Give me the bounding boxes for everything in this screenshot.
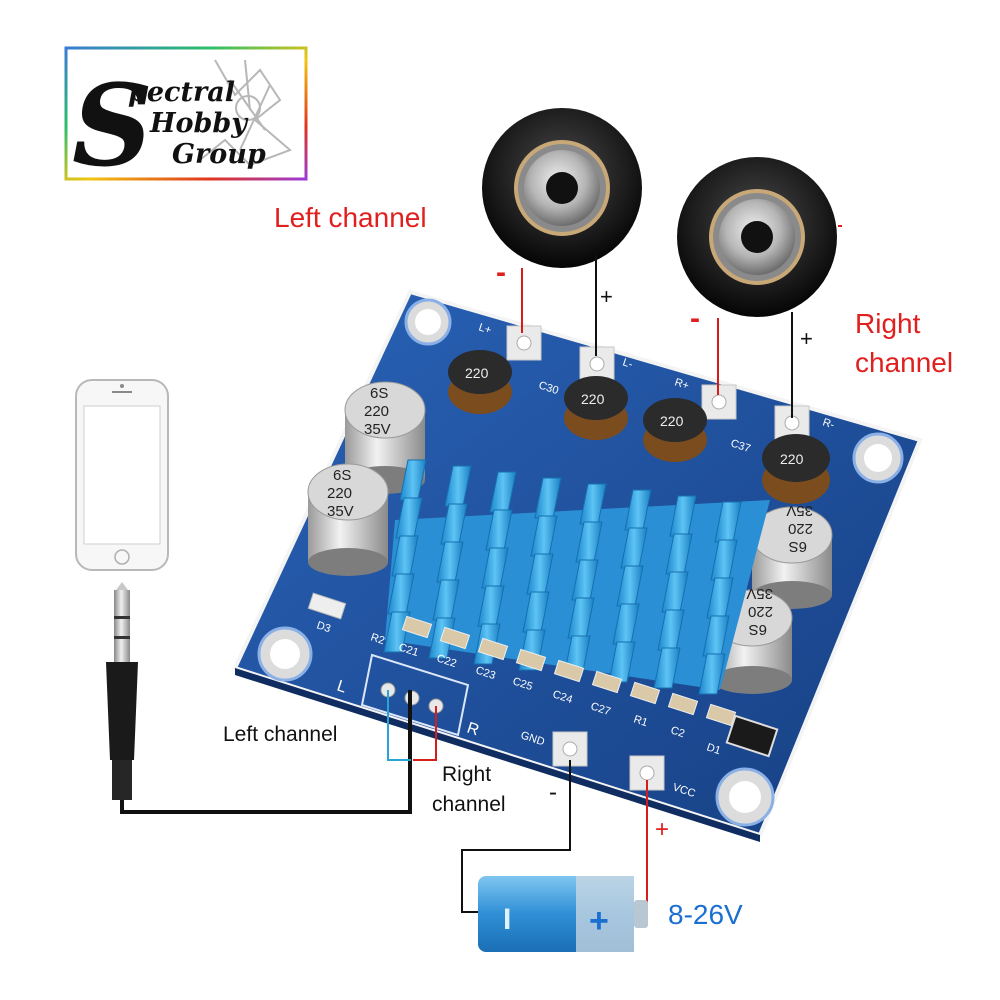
mounting-hole (257, 626, 313, 682)
silk-c25: C25 (511, 675, 534, 693)
smartphone-icon (75, 379, 169, 571)
voltage-label: 8-26V (668, 899, 743, 930)
audio-jack-icon (106, 582, 138, 800)
silk-r: R (465, 720, 481, 740)
inductor-value: 220 (780, 451, 804, 467)
silk-c27: C27 (589, 700, 612, 718)
smd-part (439, 626, 471, 650)
smd-part (667, 692, 699, 716)
right-input-wire (413, 706, 437, 761)
logo-line-3: Group (172, 139, 266, 170)
cap-line-3: 35V (364, 421, 391, 438)
cap-line-1: 6S (789, 538, 807, 555)
silk-c2: C2 (669, 724, 686, 740)
silk-c21: C21 (397, 641, 420, 659)
audio-cable (120, 690, 412, 814)
cap-line-1: 6S (333, 467, 351, 484)
mounting-hole (715, 767, 775, 827)
battery-icon: I + (478, 876, 648, 952)
right-input-label-1: Right (442, 763, 491, 786)
inductor-value: 220 (465, 365, 489, 381)
robot-sketch-icon (199, 59, 292, 167)
amplifier-board: L+ L- R+ R- 220 220 (232, 289, 923, 842)
left-plus-sign: + (600, 284, 613, 309)
inductor-value: 220 (581, 391, 605, 407)
cap-line-1: 6S (749, 621, 767, 638)
right-channel-label-1: Right (855, 308, 921, 339)
inductor-value: 220 (660, 413, 684, 429)
silk-c37: C37 (729, 437, 752, 455)
silk-c24: C24 (551, 688, 574, 706)
inductor: 220 (448, 350, 512, 414)
left-channel-label: Left channel (274, 202, 427, 233)
pad-l-minus: L- (579, 346, 634, 382)
gnd-minus-sign: - (549, 779, 557, 806)
silk-c22: C22 (435, 652, 458, 670)
cap-line-2: 220 (327, 485, 352, 502)
right-speaker (677, 157, 837, 317)
cap-line-1: 6S (370, 385, 388, 402)
right-plus-sign: + (800, 326, 813, 351)
left-input-label: Left channel (223, 723, 337, 746)
battery-plus-symbol: + (589, 902, 609, 940)
smd-part (629, 681, 661, 705)
mounting-hole (852, 432, 904, 484)
smd-part (477, 637, 509, 661)
cap-line-2: 220 (788, 520, 813, 537)
heatsink-fin (653, 647, 681, 689)
heatsink-fin (698, 653, 726, 695)
smd-part (553, 659, 585, 683)
silk-c30: C30 (537, 379, 560, 397)
cap-line-2: 220 (364, 403, 389, 420)
cap-line-3: 35V (786, 502, 813, 519)
right-channel-label-2: channel (855, 347, 953, 378)
logo-line-1: pectral (128, 77, 235, 108)
cap-line-3: 35V (327, 503, 354, 520)
pad-label-l-plus: L+ (477, 321, 493, 336)
silk-d3: D3 (315, 619, 332, 635)
right-input-label-2: channel (432, 793, 506, 816)
silk-r1: R1 (632, 713, 649, 729)
left-minus-sign: - (496, 256, 506, 289)
inductor: 220 (762, 434, 830, 504)
silk-c23: C23 (474, 664, 497, 682)
right-minus-sign: - (690, 302, 700, 335)
logo-initial: S (72, 61, 153, 192)
mounting-hole (404, 298, 452, 346)
pad-label-r-minus: R- (821, 416, 836, 431)
smd-part (401, 615, 433, 639)
logo: S pectral Hobby Group (64, 46, 308, 192)
smd-part (591, 670, 623, 694)
capacitor: 6S 220 35V (344, 381, 426, 494)
inductor: 220 (564, 376, 628, 440)
logo-line-2: Hobby (149, 108, 249, 139)
vcc-plus-sign: + (655, 816, 669, 843)
smd-components (401, 615, 737, 727)
cap-line-2: 220 (748, 603, 773, 620)
gnd-wire (461, 760, 571, 913)
cap-line-3: 35V (746, 585, 773, 602)
battery-minus-symbol: I (503, 903, 511, 936)
silk-r2: R2 (369, 631, 386, 647)
pad-label-l-minus: L- (621, 356, 634, 371)
pad-l-plus: L+ (477, 321, 542, 361)
left-speaker (482, 108, 642, 268)
capacitor: 6S 220 35V (307, 463, 389, 576)
led-d3 (307, 592, 347, 620)
pad-label-r-plus: R+ (673, 376, 690, 392)
silk-d1: D1 (705, 741, 722, 757)
smd-part (515, 648, 547, 672)
diode-d1 (725, 714, 779, 758)
inductor: 220 (643, 398, 707, 462)
heatsink-fin (383, 611, 411, 653)
left-input-wire (387, 690, 411, 761)
